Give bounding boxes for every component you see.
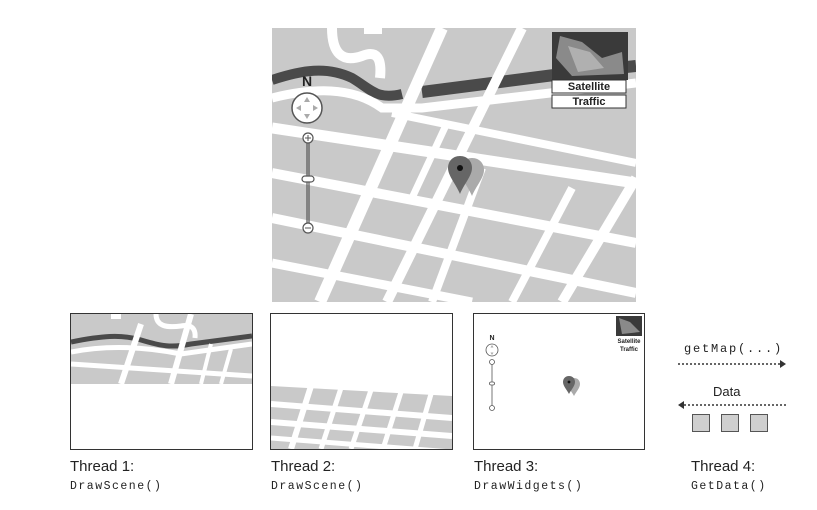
request-label: getMap(...) — [684, 342, 784, 356]
map-pin-small-icon — [563, 376, 580, 396]
thread-1-label: Thread 1: — [70, 458, 135, 475]
thread-1-scene — [71, 314, 252, 449]
zoom-slider-small-icon — [489, 359, 495, 411]
response-label: Data — [713, 384, 741, 399]
compass-small-icon — [485, 343, 499, 357]
thread-2-function: DrawScene() — [271, 480, 364, 493]
compass-icon[interactable] — [291, 92, 323, 124]
traffic-button[interactable] — [551, 94, 627, 109]
zoom-in-icon[interactable] — [302, 132, 314, 144]
thread-2-scene — [271, 314, 452, 449]
thread-3-widgets: Satellite Traffic N — [474, 314, 644, 449]
zoom-out-icon[interactable] — [302, 222, 314, 234]
data-item — [721, 414, 739, 432]
thread-2-label: Thread 2: — [271, 458, 336, 475]
traffic-button-small-label: Traffic — [620, 347, 639, 353]
thread-1-function: DrawScene() — [70, 480, 163, 493]
compass-north-small-label: N — [489, 335, 494, 342]
thread-1-frame — [70, 313, 253, 450]
data-item — [692, 414, 710, 432]
thread-3-frame: Satellite Traffic N — [473, 313, 645, 450]
main-map: Satellite Traffic N — [272, 28, 636, 302]
zoom-slider-icon[interactable] — [301, 138, 315, 228]
arrow-left-icon — [678, 401, 786, 409]
thread-4-label: Thread 4: — [691, 458, 756, 475]
satellite-button-label: Satellite — [568, 81, 610, 93]
river — [272, 65, 404, 101]
thread-2-frame — [270, 313, 453, 450]
thread-3-function: DrawWidgets() — [474, 480, 584, 493]
map-pin-icon[interactable] — [448, 156, 484, 196]
thread-3-label: Thread 3: — [474, 458, 539, 475]
satellite-button[interactable] — [551, 79, 627, 94]
traffic-button-label: Traffic — [572, 96, 605, 108]
data-item — [750, 414, 768, 432]
thread-4-function: GetData() — [691, 480, 767, 493]
arrow-right-icon — [678, 360, 786, 368]
compass-north-label: N — [302, 73, 312, 89]
satellite-button-small-label: Satellite — [617, 339, 641, 345]
